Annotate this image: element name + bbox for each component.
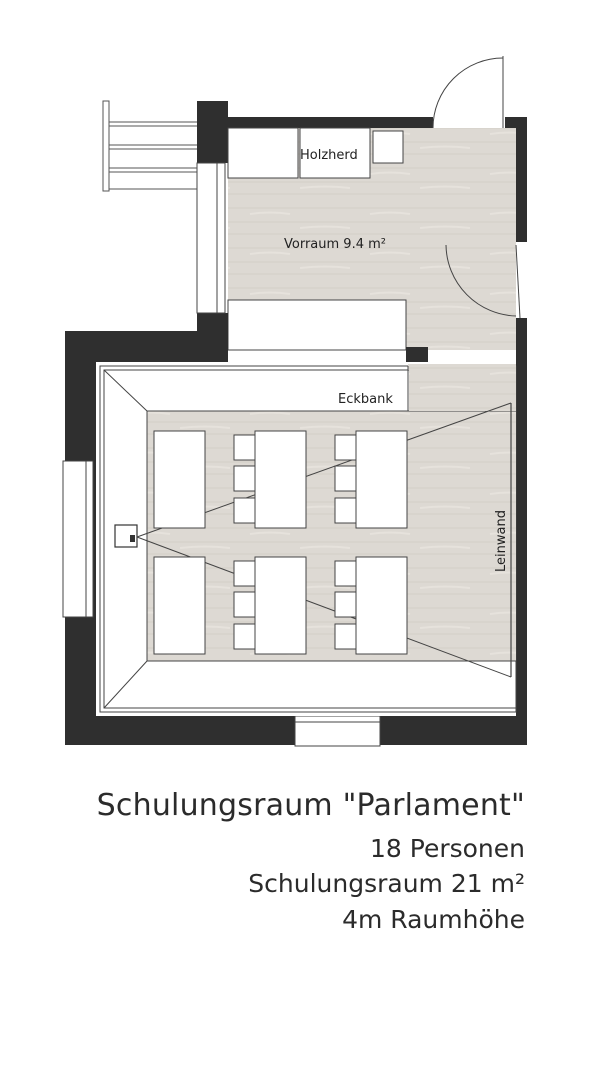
- wall-post: [406, 347, 428, 363]
- projector-lens: [130, 535, 135, 542]
- holzherd-label: Holzherd: [300, 148, 358, 163]
- table: [153, 430, 206, 529]
- vorraum-room: Holzherd Vorraum 9.4 m²: [102, 56, 527, 718]
- main-floor: [147, 411, 516, 661]
- caption-capacity: 18 Personen: [370, 834, 525, 863]
- caption-area: Schulungsraum 21 m²: [248, 869, 525, 898]
- chair: [233, 465, 256, 492]
- window-main-left: [62, 460, 94, 618]
- table: [254, 556, 307, 655]
- window-vorraum-left: [196, 162, 226, 314]
- schulungsraum-room: Eckbank Leinwand: [62, 331, 527, 747]
- chair: [334, 465, 357, 492]
- caption-title: Schulungsraum "Parlament": [96, 788, 525, 823]
- floor-plan: Holzherd Vorraum 9.4 m² Eckbank: [62, 56, 527, 747]
- chair: [334, 497, 357, 524]
- wall-vorraum-right: [516, 117, 527, 242]
- vorraum-cabinet: [227, 299, 407, 351]
- wall-main-top-left: [65, 331, 228, 362]
- eckbank-label: Eckbank: [338, 392, 393, 407]
- table: [153, 556, 206, 655]
- balcony-railing: [102, 100, 197, 192]
- wall-vorraum-left: [197, 101, 228, 163]
- chair: [334, 591, 357, 618]
- wall-right-lower: [516, 318, 527, 718]
- chair: [334, 623, 357, 650]
- caption-height: 4m Raumhöhe: [342, 905, 525, 934]
- chair: [233, 560, 256, 587]
- wall-vorraum-left-lower: [197, 313, 228, 331]
- table: [355, 430, 408, 529]
- chairs-col-1: [233, 434, 256, 650]
- table: [355, 556, 408, 655]
- chair: [334, 434, 357, 461]
- holzherd-stove: [299, 127, 371, 179]
- chairs-col-2: [334, 434, 357, 650]
- chair: [233, 497, 256, 524]
- wall-vorraum-top: [228, 117, 433, 128]
- door-top: [432, 56, 504, 129]
- counter-left: [227, 127, 299, 179]
- chair: [233, 434, 256, 461]
- door-right: [445, 244, 521, 319]
- leinwand-label: Leinwand: [494, 510, 509, 572]
- vorraum-label: Vorraum 9.4 m²: [284, 237, 386, 252]
- chair: [233, 623, 256, 650]
- window-main-bottom: [294, 715, 381, 747]
- stove-box: [372, 130, 404, 164]
- table: [254, 430, 307, 529]
- chair: [334, 560, 357, 587]
- chair: [233, 591, 256, 618]
